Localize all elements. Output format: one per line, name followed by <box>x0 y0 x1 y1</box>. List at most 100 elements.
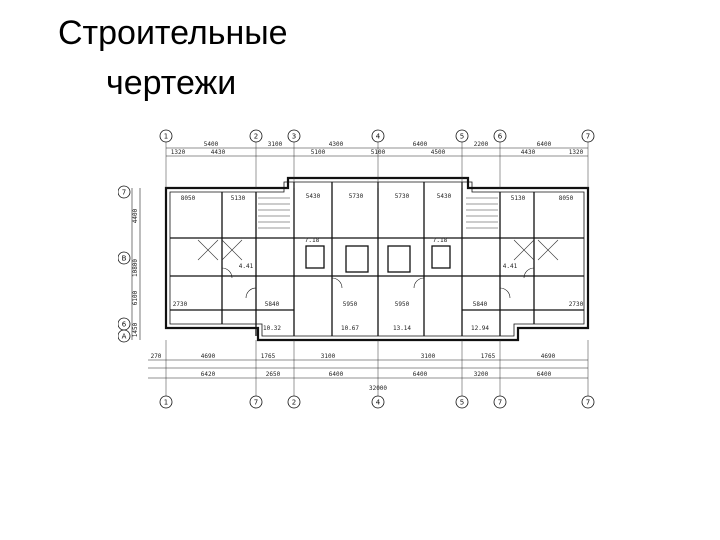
bottom-axis-marker-circle <box>581 395 595 409</box>
bottom-total-dimension: 32000 <box>369 385 387 392</box>
top-dimension: 4430 <box>211 149 226 156</box>
room-label: 5950 <box>343 301 358 308</box>
left-axis-marker: 7 <box>118 185 131 199</box>
top-dimension: 3100 <box>268 141 283 148</box>
top-axis-marker-circle <box>371 129 385 143</box>
top-axis-marker-circle <box>159 129 173 143</box>
room-label: 8050 <box>559 195 574 202</box>
room-label: 5130 <box>511 195 526 202</box>
left-dimension: 4400 <box>132 208 139 223</box>
bottom-axis-marker-label: 7 <box>498 399 502 407</box>
top-axis-marker-label: 3 <box>292 133 296 141</box>
top-axis-marker: 7 <box>581 129 595 143</box>
left-axis-marker: 6 <box>118 317 131 331</box>
top-dimension: 1320 <box>171 149 186 156</box>
bottom-axis-marker-label: 7 <box>586 399 590 407</box>
left-dimension: 6100 <box>132 290 139 305</box>
bottom-dimension: 270 <box>151 353 162 360</box>
top-axis-marker-label: 2 <box>254 133 258 141</box>
axis-lines <box>165 142 589 396</box>
top-dimension: 5400 <box>204 141 219 148</box>
top-axis-marker: 5 <box>455 129 469 143</box>
top-axis-marker-label: 6 <box>498 133 503 141</box>
left-dimension: 1450 <box>132 322 139 337</box>
left-dimensions: 4400 10800 6100 1450 <box>132 208 139 337</box>
top-dimension: 2200 <box>474 141 489 148</box>
bottom-axis-marker-label: 2 <box>292 399 296 407</box>
top-dimension: 4300 <box>329 141 344 148</box>
bottom-axis-marker-label: 4 <box>376 399 381 407</box>
top-axis-marker-label: 1 <box>164 133 168 141</box>
outer-walls <box>164 176 590 342</box>
bottom-axis-marker: 5 <box>455 395 469 409</box>
top-dimensions-row-1: 5400 3100 4300 6400 2200 6400 <box>204 141 552 148</box>
top-axis-marker-label: 5 <box>460 133 464 141</box>
bottom-dimension: 6420 <box>201 371 216 378</box>
door-swings <box>221 267 535 299</box>
bottom-dimension: 4690 <box>541 353 556 360</box>
bottom-axis-marker: 7 <box>493 395 507 409</box>
left-dimension: 10800 <box>132 259 139 277</box>
room-label: 4.41 <box>239 263 254 270</box>
slide-title: Строительные чертежи <box>58 8 358 108</box>
stair-hatching <box>197 197 559 261</box>
bottom-dimension: 3100 <box>321 353 336 360</box>
left-axis-marker: B <box>118 251 131 265</box>
room-label: 7.18 <box>433 237 448 244</box>
interior-walls <box>170 182 584 336</box>
top-dimension: 5100 <box>311 149 326 156</box>
top-dimension: 6400 <box>413 141 428 148</box>
top-axis-marker: 1 <box>159 129 173 143</box>
room-label: 5130 <box>231 195 246 202</box>
bottom-axis-marker-circle <box>493 395 507 409</box>
bottom-dimension: 3100 <box>421 353 436 360</box>
room-label: 5730 <box>349 193 364 200</box>
bottom-dimension: 2650 <box>266 371 281 378</box>
bottom-axis-marker-label: 7 <box>254 399 258 407</box>
room-label: 5730 <box>395 193 410 200</box>
top-axis-marker-label: 4 <box>376 133 381 141</box>
top-dimension: 5100 <box>371 149 386 156</box>
left-axis-marker-circle <box>118 329 131 343</box>
bottom-axis-marker-circle <box>249 395 263 409</box>
bottom-dimension: 3200 <box>474 371 489 378</box>
room-label: 12.94 <box>471 325 489 332</box>
left-axis-marker: A <box>118 329 131 343</box>
top-dimension: 6400 <box>537 141 552 148</box>
room-label: 2730 <box>173 301 188 308</box>
bottom-axis-marker-circle <box>287 395 301 409</box>
top-dimension: 4500 <box>431 149 446 156</box>
dimension-lines <box>131 147 588 379</box>
left-axis-marker-label: A <box>122 333 127 341</box>
room-label: 5430 <box>437 193 452 200</box>
top-dimension: 4430 <box>521 149 536 156</box>
top-axis-marker-label: 7 <box>586 133 590 141</box>
top-axis-marker: 2 <box>249 129 263 143</box>
bottom-axis-markers: 1 7 2 4 5 7 7 <box>159 395 595 409</box>
room-label: 7.18 <box>305 237 320 244</box>
room-label: 5840 <box>473 301 488 308</box>
room-label: 5840 <box>265 301 280 308</box>
left-axis-marker-label: B <box>122 255 127 263</box>
bottom-axis-marker: 2 <box>287 395 301 409</box>
bottom-axis-marker: 7 <box>581 395 595 409</box>
title-line-2: чертежи <box>106 64 237 102</box>
left-axis-marker-label: 6 <box>122 321 127 329</box>
bottom-dimension: 4690 <box>201 353 216 360</box>
bottom-axis-marker-circle <box>159 395 173 409</box>
top-axis-marker-circle <box>455 129 469 143</box>
top-axis-marker: 4 <box>371 129 385 143</box>
left-axis-marker-circle <box>118 185 131 199</box>
bottom-axis-marker-label: 1 <box>164 399 168 407</box>
top-axis-marker: 3 <box>287 129 301 143</box>
room-label: 13.14 <box>393 325 411 332</box>
room-label: 5430 <box>306 193 321 200</box>
room-label: 5950 <box>395 301 410 308</box>
